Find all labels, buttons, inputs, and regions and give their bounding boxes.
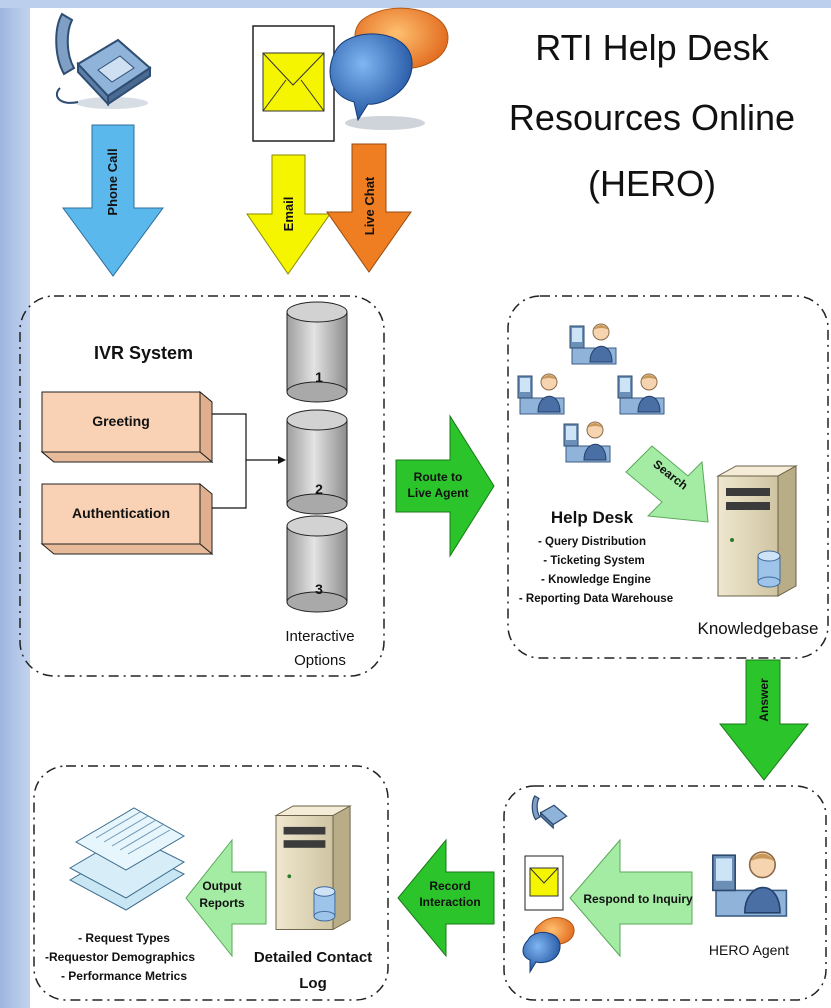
top-strip [0, 0, 831, 8]
feature-ticketing-system: - Ticketing System [543, 555, 644, 567]
live-chat-arrow: Live Chat [326, 143, 412, 273]
answer-label: Answer [757, 678, 771, 722]
diagram-title: RTI Help Desk Resources Online (HERO) [509, 27, 795, 204]
contact-log-line-1: Detailed Contact [254, 949, 372, 966]
phone-call-arrow: Phone Call [62, 124, 164, 277]
option-database-1: 1 [286, 301, 348, 403]
feature-reporting-warehouse: - Reporting Data Warehouse [519, 593, 673, 605]
knowledgebase-label: Knowledgebase [698, 619, 819, 638]
title-line-2: Resources Online [509, 97, 795, 138]
feature-knowledge-engine: - Knowledge Engine [541, 574, 651, 586]
title-line-1: RTI Help Desk [535, 27, 769, 68]
phone-call-label: Phone Call [105, 148, 120, 215]
option-3-label: 3 [315, 581, 323, 597]
report-metrics-list: - Request Types -Requestor Demographics … [45, 931, 195, 983]
option-1-label: 1 [315, 369, 323, 385]
interactive-options-line-2: Options [294, 652, 346, 669]
output-label-line-2: Reports [199, 896, 245, 910]
email-label: Email [281, 197, 296, 232]
hero-agent-person-icon [711, 851, 788, 917]
route-to-live-agent-arrow: Route to Live Agent [395, 414, 495, 558]
report-documents-icon [68, 807, 186, 911]
ivr-heading: IVR System [94, 343, 193, 363]
respond-to-inquiry-arrow: Respond to Inquiry [569, 838, 693, 958]
agent-phone-icon [531, 795, 568, 830]
output-reports-arrow: Output Reports [185, 838, 267, 958]
contact-log-line-2: Log [299, 975, 327, 992]
record-label-line-2: Interaction [419, 895, 480, 909]
telephone-icon [55, 12, 152, 109]
route-label-line-1: Route to [414, 470, 463, 484]
reports-group [33, 765, 389, 1001]
ivr-connectors [212, 413, 286, 509]
search-arrow: Search [625, 445, 709, 523]
answer-arrow: Answer [718, 659, 810, 781]
ivr-system-group [19, 295, 385, 677]
chat-bubbles-icon [329, 7, 449, 130]
agent-person-icon [517, 373, 565, 415]
interactive-options-line-1: Interactive [285, 628, 354, 645]
option-database-3: 3 [286, 515, 348, 613]
record-label-line-1: Record [429, 879, 470, 893]
feature-query-distribution: - Query Distribution [538, 536, 646, 548]
contact-log-server-icon [275, 805, 351, 930]
report-requestor-demographics: -Requestor Demographics [45, 950, 195, 964]
envelope-icon [252, 25, 335, 142]
report-request-types: - Request Types [78, 931, 170, 945]
email-arrow: Email [246, 154, 331, 275]
help-desk-agents [517, 323, 665, 463]
knowledgebase-server-icon [717, 465, 797, 597]
record-interaction-arrow: Record Interaction [397, 838, 495, 958]
agent-chat-icon [522, 917, 575, 974]
live-chat-label: Live Chat [362, 176, 377, 235]
authentication-label: Authentication [72, 505, 170, 521]
title-line-3: (HERO) [588, 163, 716, 204]
agent-person-icon [569, 323, 617, 365]
route-label-line-2: Live Agent [408, 486, 469, 500]
report-performance-metrics: - Performance Metrics [61, 969, 187, 983]
help-desk-group [507, 295, 829, 659]
option-2-label: 2 [315, 481, 323, 497]
respond-label: Respond to Inquiry [583, 892, 693, 906]
output-label-line-1: Output [202, 879, 241, 893]
agent-person-icon [617, 373, 665, 415]
help-desk-features: - Query Distribution - Ticketing System … [519, 536, 673, 605]
agent-person-icon [563, 421, 611, 463]
greeting-label: Greeting [92, 413, 150, 429]
hero-agent-group [503, 785, 827, 1001]
hero-agent-label: HERO Agent [709, 942, 789, 958]
greeting-box: Greeting [40, 390, 214, 464]
option-database-2: 2 [286, 409, 348, 515]
sidebar-strip [0, 0, 30, 1008]
authentication-box: Authentication [40, 482, 214, 556]
agent-envelope-icon [524, 855, 564, 911]
help-desk-heading: Help Desk [551, 508, 634, 527]
